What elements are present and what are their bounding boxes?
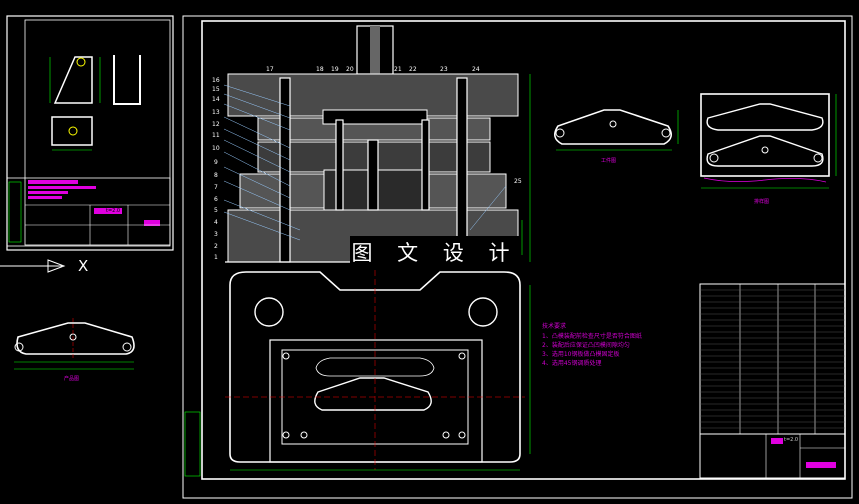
product-view [14, 318, 135, 370]
strip-layout [700, 93, 837, 189]
part-number: 8 [214, 172, 218, 179]
part-number: 20 [346, 66, 354, 73]
part-number: 2 [214, 243, 218, 250]
part-number: 14 [212, 96, 220, 103]
notes-line: 3、选用10钢板做凸模固定板 [542, 351, 620, 358]
part-number: 13 [212, 109, 220, 116]
thickness-label-small: t=2.0 [106, 208, 121, 214]
part-number: 22 [409, 66, 417, 73]
axis-label: X [78, 257, 89, 275]
part-number: 23 [440, 66, 448, 73]
die-plan-view [225, 270, 531, 471]
die-section [225, 25, 531, 263]
part-number: 18 [316, 66, 324, 73]
part-number: 9 [214, 159, 218, 166]
part-number: 3 [214, 231, 218, 238]
part-number: 24 [472, 66, 480, 73]
part-number: 11 [212, 132, 220, 139]
part-number: 17 [266, 66, 274, 73]
part-number: 5 [214, 207, 218, 214]
part-number: 21 [394, 66, 402, 73]
part-number: 15 [212, 86, 220, 93]
part-number: 6 [214, 196, 218, 203]
part-number: 7 [214, 184, 218, 191]
strip-caption: 排样图 [754, 199, 770, 205]
part-number: 25 [514, 178, 522, 185]
workpiece-view [554, 109, 679, 151]
workpiece-caption: 工件图 [601, 158, 617, 164]
product-caption: 产品图 [64, 376, 80, 382]
notes-line: 1、凸模装配前检查尺寸是否符合图纸 [542, 333, 642, 340]
part-number: 10 [212, 145, 220, 152]
notes-line: 4、选用45钢调质处理 [542, 360, 602, 367]
part-number: 4 [214, 219, 218, 226]
notes-title: 技术要求 [542, 323, 567, 330]
notes-line: 2、装配后应保证凸凹模间隙均匀 [542, 342, 630, 349]
part-number: 16 [212, 77, 220, 84]
parts-list [699, 283, 846, 479]
part-number: 12 [212, 121, 220, 128]
watermark: 图 文 设 计 [350, 236, 520, 270]
part-sheet [6, 15, 174, 251]
part-number: 1 [214, 254, 218, 261]
part-number: 19 [331, 66, 339, 73]
thickness-label: t=2.0 [784, 437, 799, 443]
